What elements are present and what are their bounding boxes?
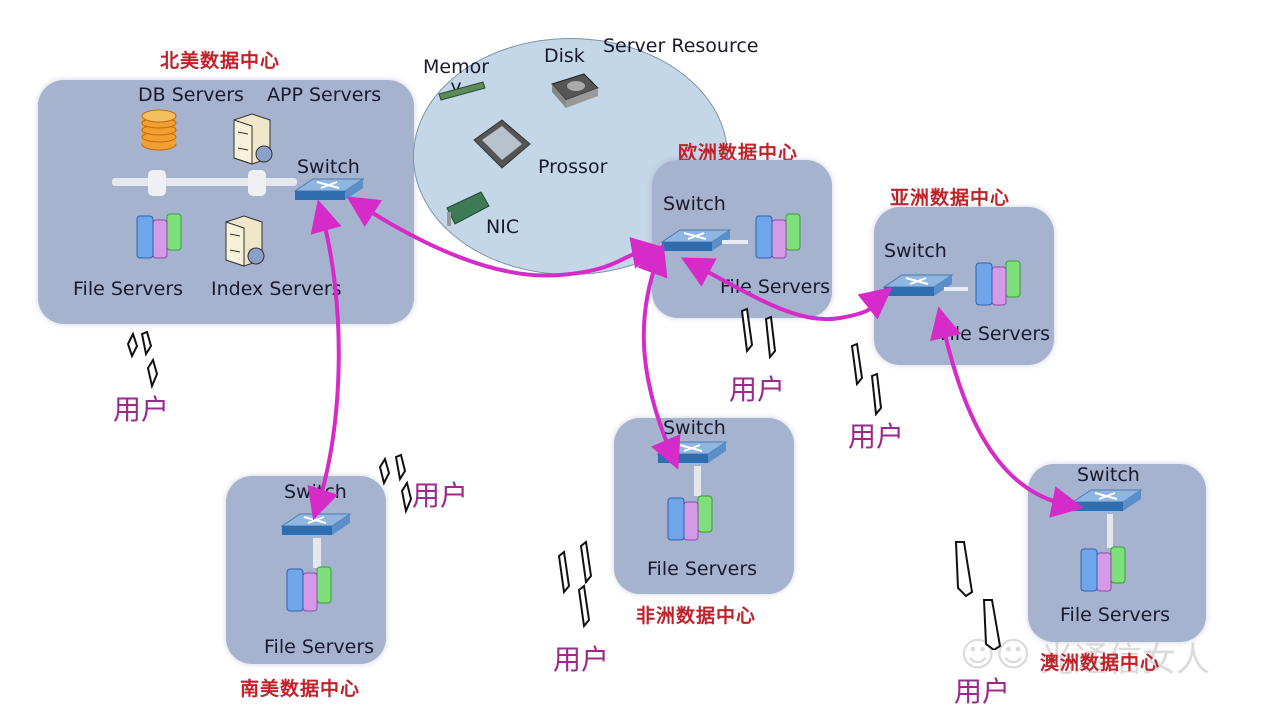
asia-dc-title: 亚洲数据中心 [890, 187, 1011, 209]
africa-switch-label: Switch [663, 417, 726, 439]
eu-dc-title: 欧洲数据中心 [678, 142, 799, 164]
app-server-icon [233, 113, 273, 165]
asia-switch-label: Switch [884, 240, 947, 262]
users-label-asia: 用户 [848, 420, 905, 453]
africa-switch-icon [656, 441, 728, 463]
africa-file-servers-icon [667, 495, 713, 541]
memory-label: Memor y [423, 56, 490, 98]
asia-file-servers-label: File Servers [940, 323, 1051, 345]
users-label-oceania: 用户 [954, 675, 1011, 708]
index-servers-label: Index Servers [211, 278, 342, 300]
link-line [1107, 514, 1113, 548]
link-line [694, 466, 701, 496]
oceania-switch-icon [1071, 489, 1143, 511]
na-file-servers-label: File Servers [73, 278, 184, 300]
sa-file-servers-icon [286, 566, 332, 612]
eu-switch-label: Switch [663, 193, 726, 215]
nic-icon [446, 191, 490, 226]
database-icon [141, 109, 177, 151]
user-terminal-icons [954, 541, 1002, 650]
disk-icon [551, 73, 599, 108]
processor-label: Prossor [538, 156, 608, 178]
africa-dc-title: 非洲数据中心 [636, 605, 757, 627]
watermark-text: 光通信女人 [1040, 640, 1210, 680]
na-switch-label: Switch [297, 156, 360, 178]
link-line [313, 538, 321, 568]
bus-connector [248, 170, 266, 196]
sa-dc-title: 南美数据中心 [240, 678, 361, 700]
oceania-dc-title: 澳洲数据中心 [1040, 652, 1161, 674]
users-label-sa: 用户 [412, 479, 469, 512]
user-terminal-icons [126, 330, 159, 390]
db-servers-label: DB Servers [138, 84, 244, 106]
users-label-eu: 用户 [729, 373, 786, 406]
index-server-icon [225, 215, 265, 267]
user-terminal-icons [740, 307, 777, 360]
sa-datacenter [226, 476, 386, 664]
oceania-switch-label: Switch [1077, 464, 1140, 486]
na-dc-title: 北美数据中心 [160, 50, 281, 72]
disk-label: Disk [544, 45, 585, 67]
memory-icon [438, 81, 486, 101]
sa-switch-icon [280, 513, 352, 535]
sa-file-servers-label: File Servers [264, 636, 375, 658]
user-terminal-icons [378, 453, 413, 515]
asia-file-servers-icon [975, 260, 1021, 306]
eu-file-servers-icon [755, 213, 801, 259]
user-terminal-icons [557, 540, 593, 629]
processor-icon [473, 119, 531, 169]
oceania-file-servers-icon [1080, 546, 1126, 592]
eu-file-servers-label: File Servers [720, 276, 831, 298]
server-resource-title: Server Resource [603, 35, 759, 57]
link-line [944, 287, 968, 291]
sa-switch-label: Switch [284, 481, 347, 503]
users-label-na: 用户 [113, 393, 170, 426]
oceania-file-servers-label: File Servers [1060, 604, 1171, 626]
asia-switch-icon [882, 274, 954, 296]
na-switch-icon [293, 178, 365, 200]
africa-file-servers-label: File Servers [647, 558, 758, 580]
eu-switch-icon [660, 229, 732, 251]
bus-connector [148, 170, 166, 196]
file-servers-icon [136, 213, 182, 259]
user-terminal-icons [850, 342, 883, 417]
users-label-africa: 用户 [553, 643, 610, 676]
app-servers-label: APP Servers [267, 84, 382, 106]
network-bus [112, 178, 297, 186]
link-line [722, 240, 748, 244]
